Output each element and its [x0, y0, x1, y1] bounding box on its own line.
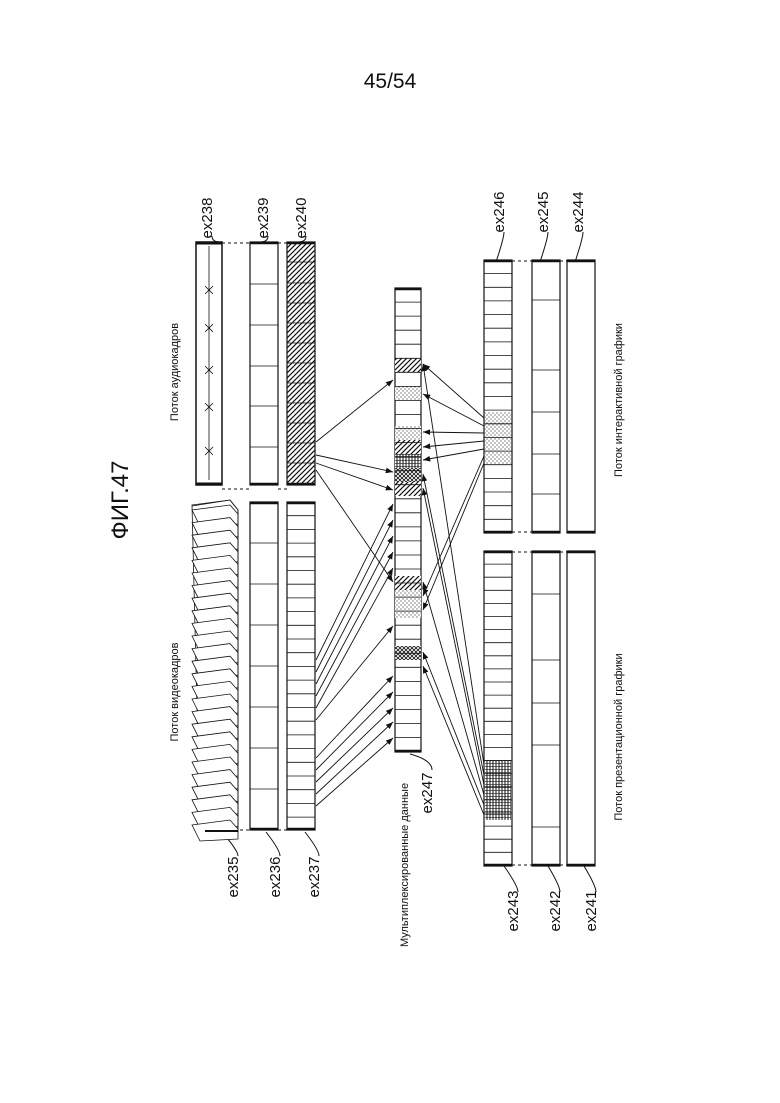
video-frame-stream — [192, 500, 238, 841]
ref-ex242: ex242 — [547, 891, 564, 932]
ref-ex241: ex241 — [583, 891, 600, 932]
caption-ig-stream: Поток интерактивной графики — [613, 323, 625, 477]
caption-pg-stream: Поток презентационной графики — [613, 653, 625, 820]
pg-stream — [567, 551, 595, 866]
ref-ex245: ex245 — [535, 192, 552, 233]
video-pes-stream — [250, 502, 278, 830]
audio-pes-stream — [250, 242, 278, 485]
ref-ex238: ex238 — [199, 198, 216, 239]
ref-ex247: ex247 — [419, 773, 436, 814]
ig-pes-stream — [532, 260, 560, 533]
ref-ex243: ex243 — [505, 891, 522, 932]
ref-ex235: ex235 — [225, 857, 242, 898]
video-ts-packets — [287, 502, 315, 830]
audio-ts-packets — [287, 242, 315, 485]
caption-audio-stream: Поток аудиокадров — [169, 323, 181, 421]
ref-ex236: ex236 — [267, 857, 284, 898]
caption-multiplexed: Мультиплексированные данные — [399, 783, 411, 947]
ref-ex239: ex239 — [255, 198, 272, 239]
caption-video-stream: Поток видеокадров — [169, 642, 181, 741]
figure-title: ФИГ.47 — [107, 461, 134, 540]
ref-ex240: ex240 — [293, 198, 310, 239]
ref-ex244: ex244 — [570, 192, 587, 233]
multiplexed-stream — [395, 288, 421, 752]
ig-stream — [567, 260, 595, 533]
ref-ex237: ex237 — [306, 857, 323, 898]
pg-ts-packets — [484, 551, 512, 866]
ig-ts-packets — [484, 260, 512, 533]
audio-frame-stream — [196, 242, 222, 485]
ref-ex246: ex246 — [491, 192, 508, 233]
pg-pes-stream — [532, 551, 560, 866]
